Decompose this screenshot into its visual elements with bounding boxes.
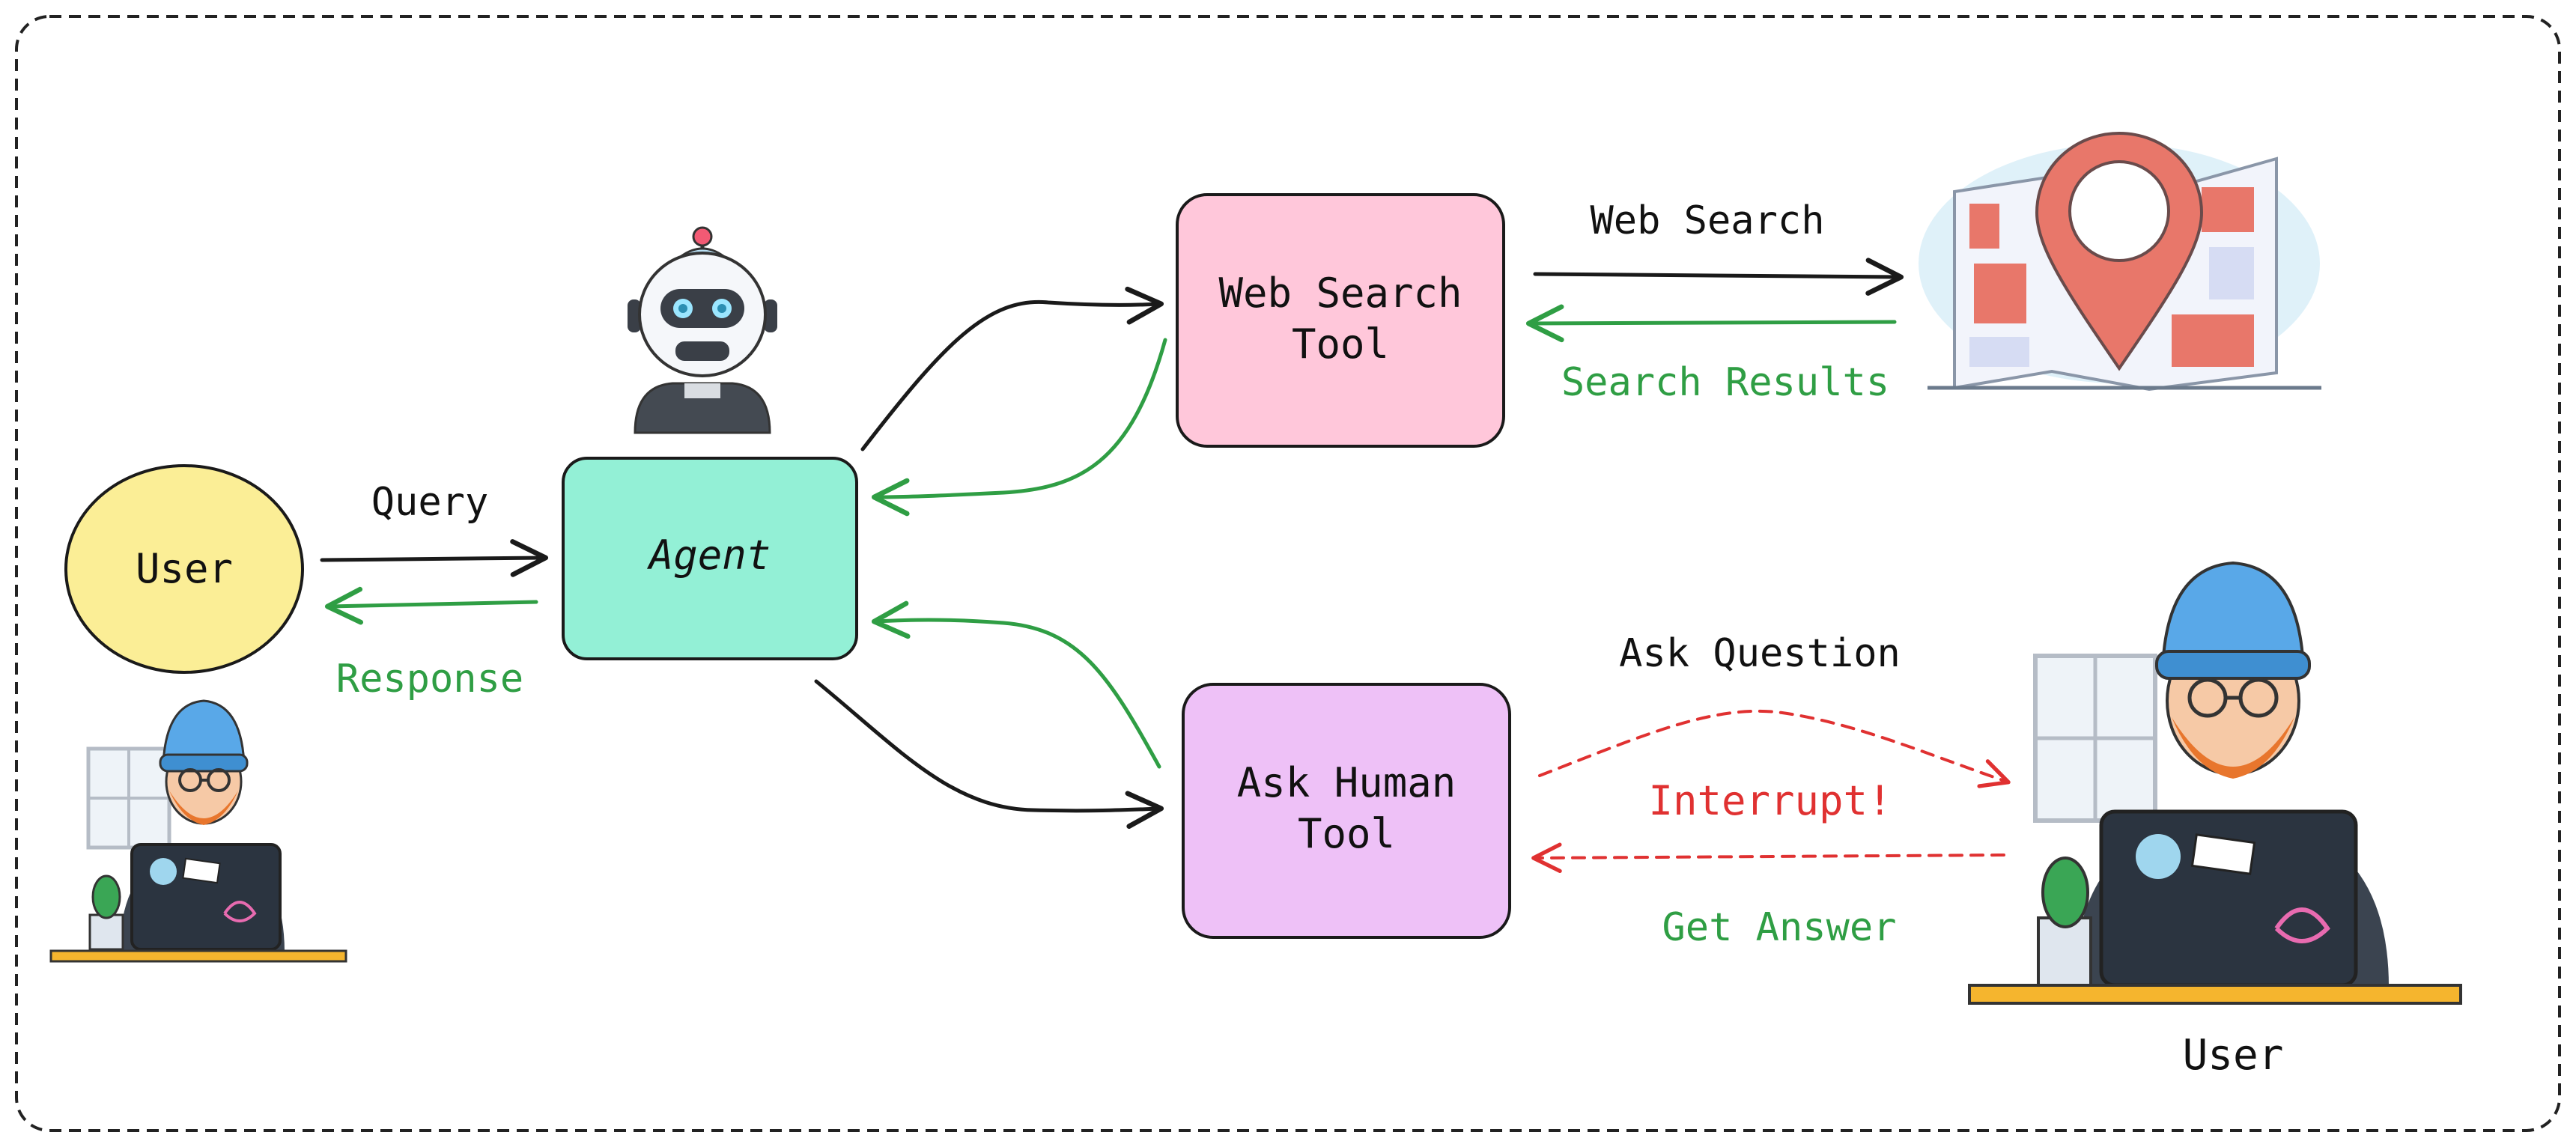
robot-icon [628,226,777,434]
web-search-arrow [1533,258,1904,296]
right-user-caption: User [2183,1031,2284,1080]
agent-to-ask-human-arrow [814,679,1164,829]
get-answer-arrow [1531,842,2005,874]
search-results-label: Search Results [1561,360,1889,405]
map-pin-icon [1919,131,2321,392]
web-search-label: Web Search [1590,198,1824,243]
response-arrow [324,586,538,625]
web-search-tool-line2: Tool [1292,320,1389,368]
web-search-to-agent-arrow [871,338,1167,517]
ask-human-tool-node: Ask Human Tool [1182,683,1511,939]
search-results-arrow [1525,304,1897,343]
developer-icon-small [49,699,347,963]
web-search-tool-node: Web Search Tool [1176,193,1505,448]
user-node: User [64,464,304,674]
outer-dashed-border [15,15,2561,1132]
query-arrow [320,539,549,577]
agent-node-label: Agent [647,532,771,579]
agent-to-web-search-arrow [860,286,1164,451]
developer-icon-large [1968,561,2462,1005]
ask-question-label: Ask Question [1619,631,1901,676]
response-label: Response [336,657,523,702]
get-answer-label: Get Answer [1662,905,1896,950]
ask-question-arrow [1538,709,2011,788]
ask-human-tool-line2: Tool [1298,810,1395,857]
ask-human-tool-line1: Ask Human [1237,759,1456,806]
query-label: Query [371,480,489,525]
agent-node: Agent [562,457,858,660]
interrupt-label: Interrupt! [1648,777,1892,824]
web-search-tool-line1: Web Search [1218,270,1462,317]
user-node-label: User [136,545,233,592]
ask-human-to-agent-arrow [871,600,1161,769]
